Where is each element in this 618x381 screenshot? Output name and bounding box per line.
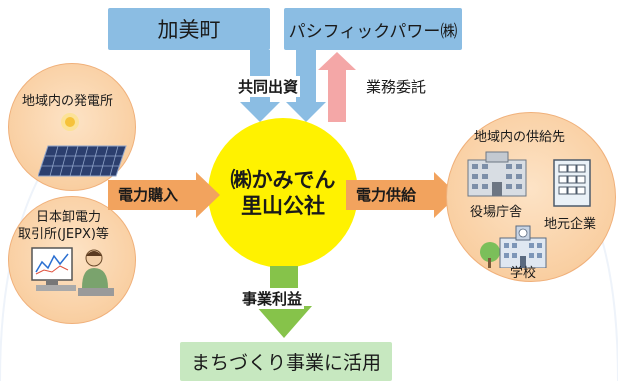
local-power-label: 地域内の発電所 <box>22 94 114 109</box>
business-label: 地元企業 <box>544 217 597 232</box>
town-label: 加美町 <box>157 18 221 42</box>
office-building-icon <box>467 151 527 197</box>
central-company-line2: 里山公社 <box>241 194 325 218</box>
jepx-label-line1: 日本卸電力 <box>36 210 102 225</box>
purchase-arrow <box>108 172 220 218</box>
town-development-box: まちづくり事業に活用 <box>180 342 392 381</box>
town-box: 加美町 <box>108 8 270 50</box>
business-building-icon <box>553 159 591 207</box>
solar-panel-icon <box>38 145 127 177</box>
office-label: 役場庁舎 <box>470 205 523 220</box>
outsourcing-label: 業務委託 <box>366 78 427 96</box>
purchase-label: 電力購入 <box>118 186 179 204</box>
central-company-circle: ㈱かみでん 里山公社 <box>208 118 358 268</box>
trader-monitor-icon <box>31 247 114 296</box>
school-icon <box>480 225 547 268</box>
profit-label: 事業利益 <box>240 288 305 309</box>
outsourcing-arrow <box>318 52 356 122</box>
supply-label: 電力供給 <box>356 186 417 204</box>
central-company-line1: ㈱かみでん <box>230 168 336 192</box>
jepx-label-line2: 取引所(JEPX)等 <box>18 227 109 242</box>
town-development-label: まちづくり事業に活用 <box>190 352 381 374</box>
supply-destination-label: 地域内の供給先 <box>474 130 566 145</box>
company-box: パシフィックパワー㈱ <box>284 8 462 50</box>
joint-investment-label: 共同出資 <box>236 76 301 97</box>
sun-icon <box>61 113 79 131</box>
investment-arrow-right <box>286 50 326 122</box>
school-label: 学校 <box>510 266 537 281</box>
company-label: パシフィックパワー㈱ <box>288 21 458 42</box>
supply-arrow <box>346 172 458 218</box>
